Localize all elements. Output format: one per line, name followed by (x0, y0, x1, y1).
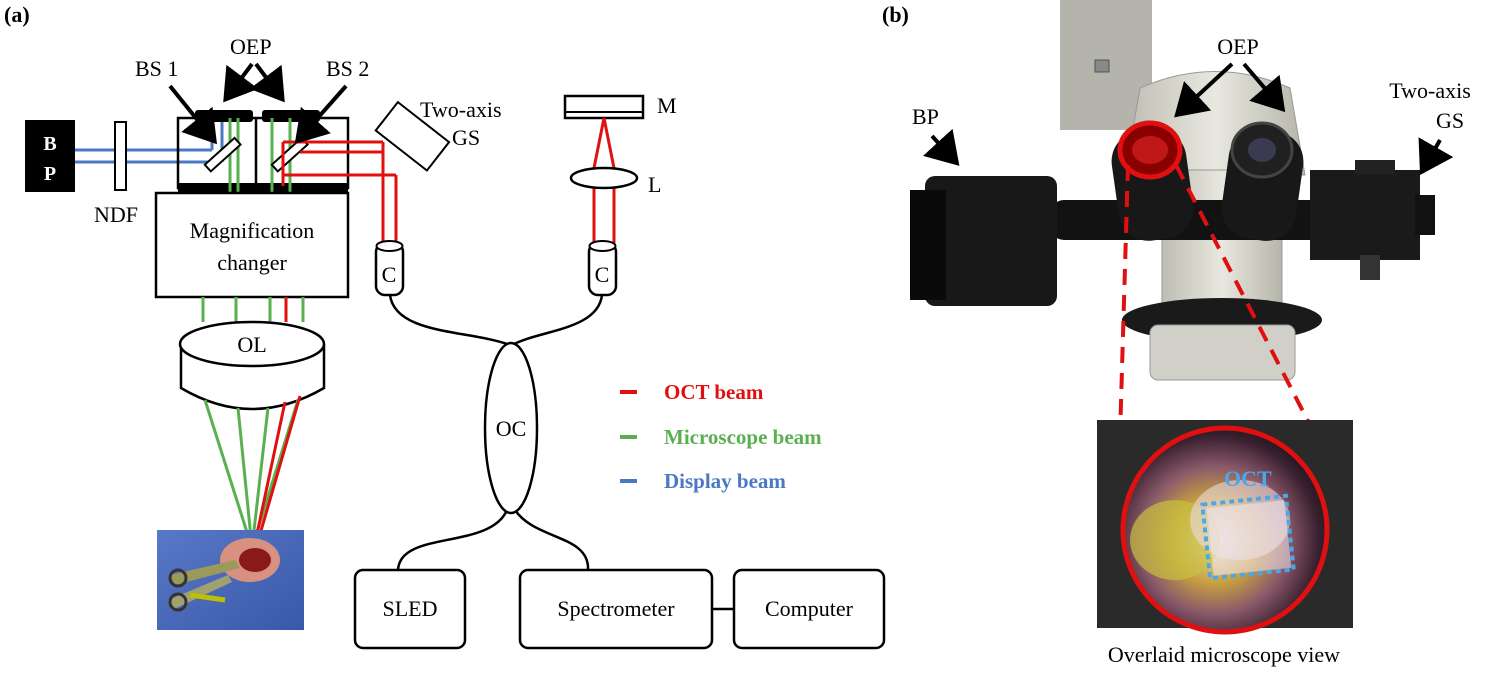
microscope-photo (910, 0, 1435, 381)
collimator-right-label: C (595, 262, 610, 287)
computer-label: Computer (765, 596, 854, 621)
oep-arrow-left-b (1174, 62, 1234, 118)
zoom-line-left (1116, 164, 1130, 506)
bs1-plate (203, 136, 242, 173)
legend-oct-label: OCT beam (664, 380, 764, 404)
oep-label-b: OEP (1217, 34, 1259, 59)
spectrometer-label: Spectrometer (557, 596, 675, 621)
reference-mirror (563, 94, 645, 120)
magnification-changer (154, 191, 350, 299)
bp-label-b: BP (912, 104, 939, 129)
optical-fibers (388, 294, 604, 571)
microscope-beam-focus (203, 399, 300, 549)
overlaid-view-caption: Overlaid microscope view (1108, 642, 1340, 667)
oep-arrow-left-a (223, 62, 259, 103)
bs1-arrow (168, 84, 218, 145)
oct-reference-beam (592, 117, 616, 243)
oct-scan-region (1200, 493, 1296, 581)
oct-tag: OCT (1224, 466, 1272, 491)
galvo-scanner (374, 100, 451, 172)
sled-label: SLED (383, 596, 438, 621)
oep-arrow-right-a (249, 62, 285, 103)
bp-arrow-b (923, 128, 960, 166)
panel-b-label: (b) (882, 2, 909, 27)
gs-label-line2: GS (452, 125, 480, 150)
objective-lens (178, 320, 326, 411)
gs-arrow-b (1418, 137, 1454, 175)
legend-microscope-label: Microscope beam (664, 425, 822, 449)
mirror-label: M (657, 93, 677, 118)
lens-label: L (648, 172, 661, 197)
ndf-label: NDF (94, 202, 138, 227)
oep-label-a: OEP (230, 34, 272, 59)
legend-display-label: Display beam (664, 469, 786, 493)
gs-label-b-line1: Two-axis (1389, 78, 1471, 103)
legend: OCT beam Microscope beam Display beam (620, 380, 822, 493)
computer-box (732, 568, 886, 650)
sled-box (353, 568, 467, 650)
bs2-arrow (294, 84, 348, 144)
ndf-filter (114, 121, 127, 191)
magnification-label-line1: Magnification (190, 218, 315, 243)
overlaid-view-photo (1097, 420, 1353, 635)
oep-arrow-right-b (1242, 62, 1286, 113)
oct-beam-focus (252, 395, 302, 549)
bp-letter-p: P (44, 163, 56, 185)
bp-letter-b: B (43, 133, 56, 155)
optical-coupler (483, 341, 539, 515)
ol-label: OL (237, 332, 266, 357)
reference-lens (569, 166, 639, 190)
bp-block: B P (25, 120, 75, 192)
magnification-label-line2: changer (217, 250, 287, 275)
gs-label-line1: Two-axis (420, 97, 502, 122)
bs1-label: BS 1 (135, 56, 178, 81)
bs2-label: BS 2 (326, 56, 369, 81)
collimator-right (587, 240, 618, 297)
zoom-line-right (1174, 164, 1312, 426)
surgical-field-photo (157, 530, 304, 630)
microscope-beam-middle (201, 297, 305, 322)
oc-label: OC (496, 416, 527, 441)
gs-label-b-line2: GS (1436, 108, 1464, 133)
collimator-left-label: C (382, 262, 397, 287)
collimator-left (374, 240, 405, 297)
panel-a-label: (a) (4, 2, 30, 27)
